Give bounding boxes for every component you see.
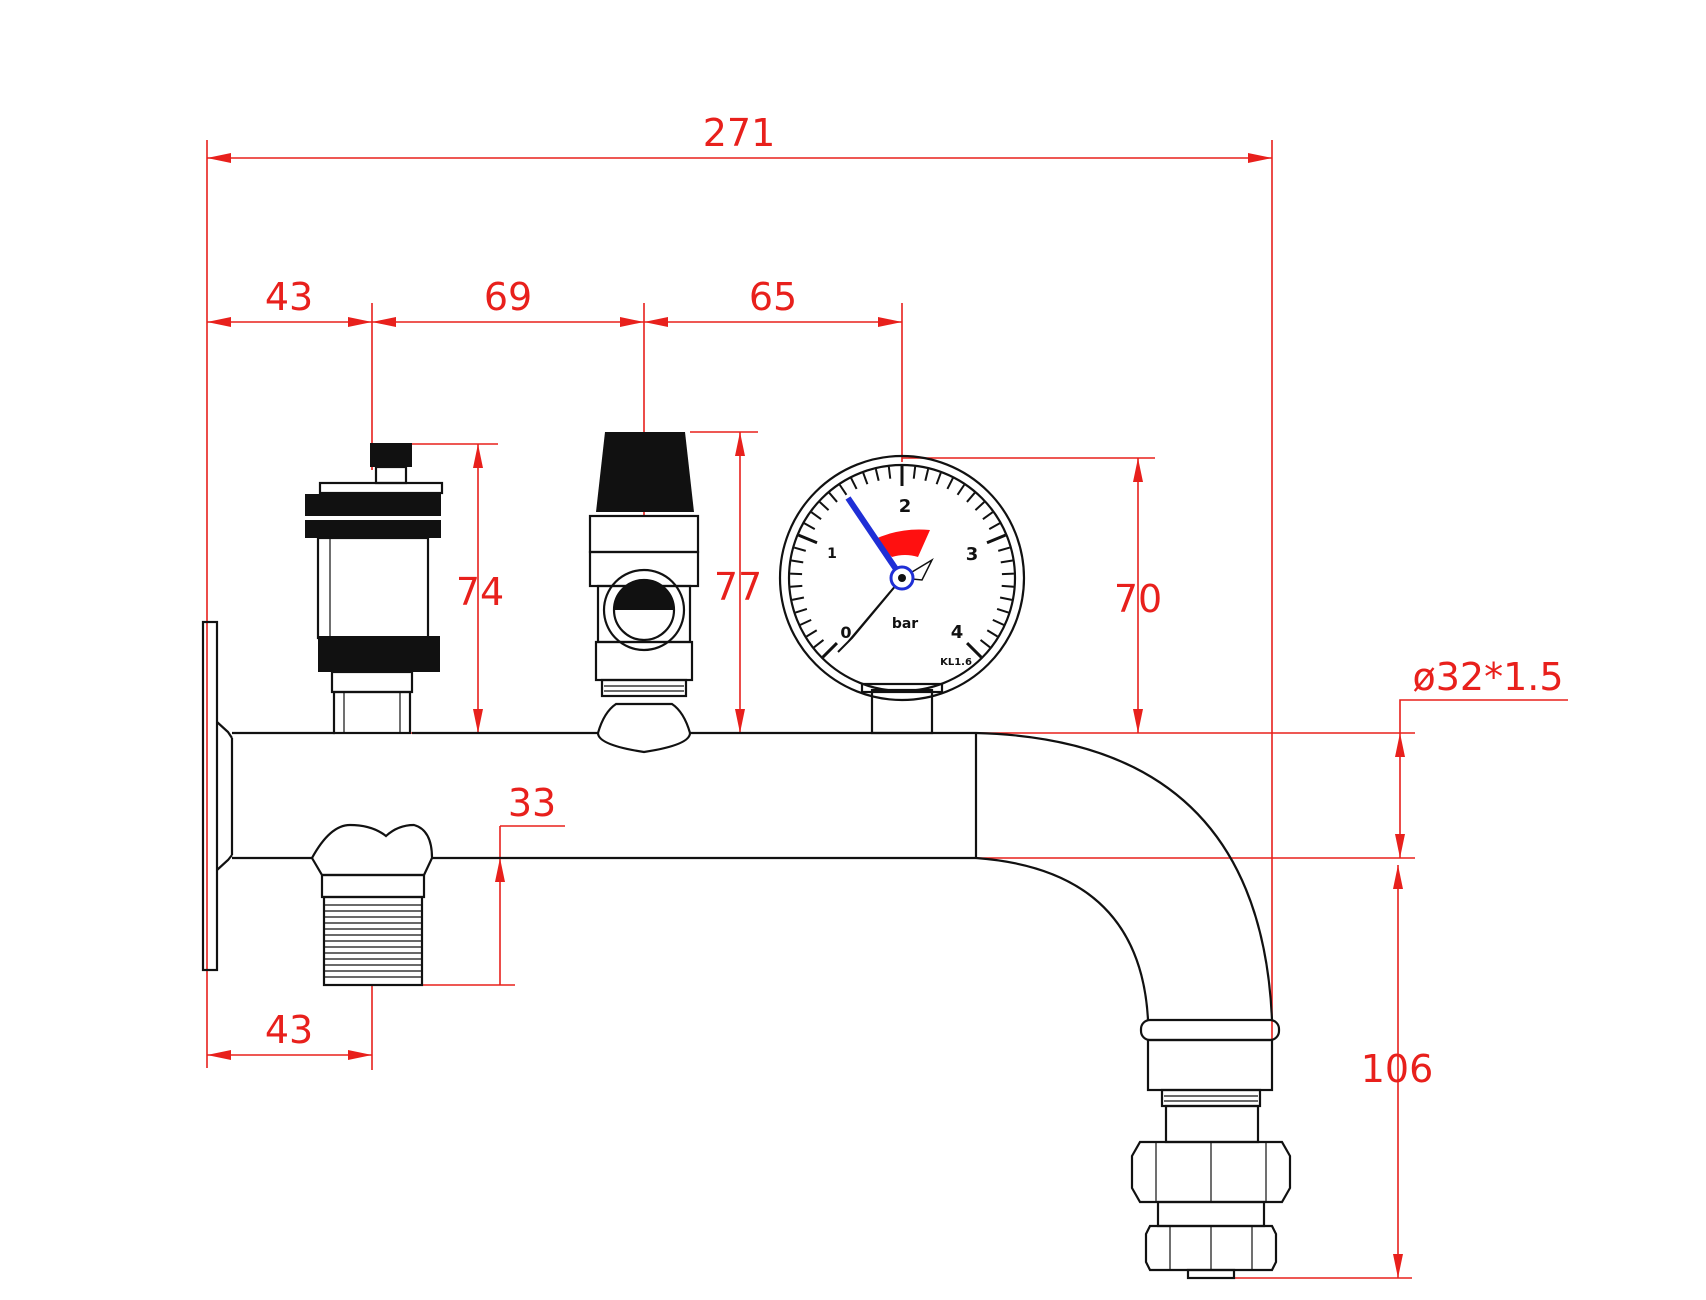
gauge-label-0: 0 <box>840 623 851 642</box>
dim-outlet-drop: 33 <box>508 781 556 825</box>
gauge-tick <box>988 522 1001 531</box>
gauge-tick <box>974 501 985 511</box>
dim-pipe-spec: ø32*1.5 <box>1412 655 1563 699</box>
gauge-tick <box>862 472 869 485</box>
gauge-tick <box>946 477 954 490</box>
gauge-class: KL1.6 <box>940 657 972 668</box>
gauge-tick <box>810 511 822 521</box>
gauge-label-2: 2 <box>899 496 912 517</box>
main-pipe <box>232 731 1274 1021</box>
gauge-tick <box>795 607 808 614</box>
gauge-tick <box>791 596 805 601</box>
pressure-gauge: 0 1 2 3 4 bar KL1.6 <box>778 454 1026 735</box>
gauge-tick <box>999 596 1013 601</box>
gauge-tick <box>979 639 991 649</box>
gauge-tick <box>986 533 1007 545</box>
gauge-tick <box>791 559 804 564</box>
air-vent <box>305 443 444 735</box>
dim-valve-spacing: 69 <box>484 275 532 319</box>
outlet-thread <box>325 904 421 978</box>
gauge-tick <box>821 641 839 659</box>
dim-outlet-height: 106 <box>1361 1047 1434 1091</box>
gauge-ticks <box>790 466 1014 659</box>
gauge-tick <box>790 584 803 588</box>
safety-valve <box>588 432 700 754</box>
gauge-tick <box>793 546 807 552</box>
gauge-tick <box>912 466 917 479</box>
gauge-label-1: 1 <box>827 546 837 562</box>
gauge-tick <box>924 468 930 481</box>
gauge-tick <box>799 618 812 626</box>
dim-overall-length: 271 <box>703 111 776 155</box>
gauge-tick <box>887 466 892 479</box>
gauge-tick <box>986 629 999 638</box>
gauge-tick <box>838 484 848 496</box>
bottom-outlet-fitting <box>310 823 434 987</box>
dim-vent-height: 74 <box>456 570 504 614</box>
gauge-needle-black <box>837 577 903 653</box>
gauge-label-3: 3 <box>966 544 979 565</box>
gauge-tick <box>819 501 830 511</box>
gauge-tick <box>966 492 976 503</box>
gauge-tick <box>982 511 994 521</box>
gauge-unit: bar <box>892 616 918 632</box>
gauge-tick <box>813 639 825 649</box>
gauge-tick <box>1001 584 1014 588</box>
gauge-tick <box>797 533 818 545</box>
gauge-tick <box>965 641 983 659</box>
gauge-tick <box>1000 559 1013 564</box>
gauge-tick <box>997 546 1011 552</box>
gauge-tick <box>828 492 838 503</box>
mounting-flange <box>201 620 234 972</box>
gauge-tick <box>935 472 942 485</box>
gauge-label-4: 4 <box>951 622 964 643</box>
gauge-tick <box>803 522 816 531</box>
dim-valve-height: 77 <box>714 565 762 609</box>
dimension-lines <box>206 140 1568 1279</box>
gauge-tick <box>874 468 880 481</box>
dim-bottom-offset: 43 <box>265 1008 313 1052</box>
gauge-tick <box>992 618 1005 626</box>
dim-vent-offset: 43 <box>265 275 313 319</box>
dim-gauge-height: 70 <box>1114 577 1162 621</box>
gauge-tick <box>850 477 858 490</box>
gauge-tick <box>805 629 818 638</box>
gauge-needle-blue <box>845 496 905 580</box>
dim-gauge-spacing: 65 <box>749 275 797 319</box>
outlet-union <box>1130 1018 1292 1280</box>
gauge-red-zone <box>873 529 930 557</box>
gauge-tick <box>996 607 1009 614</box>
gauge-tick <box>956 484 966 496</box>
